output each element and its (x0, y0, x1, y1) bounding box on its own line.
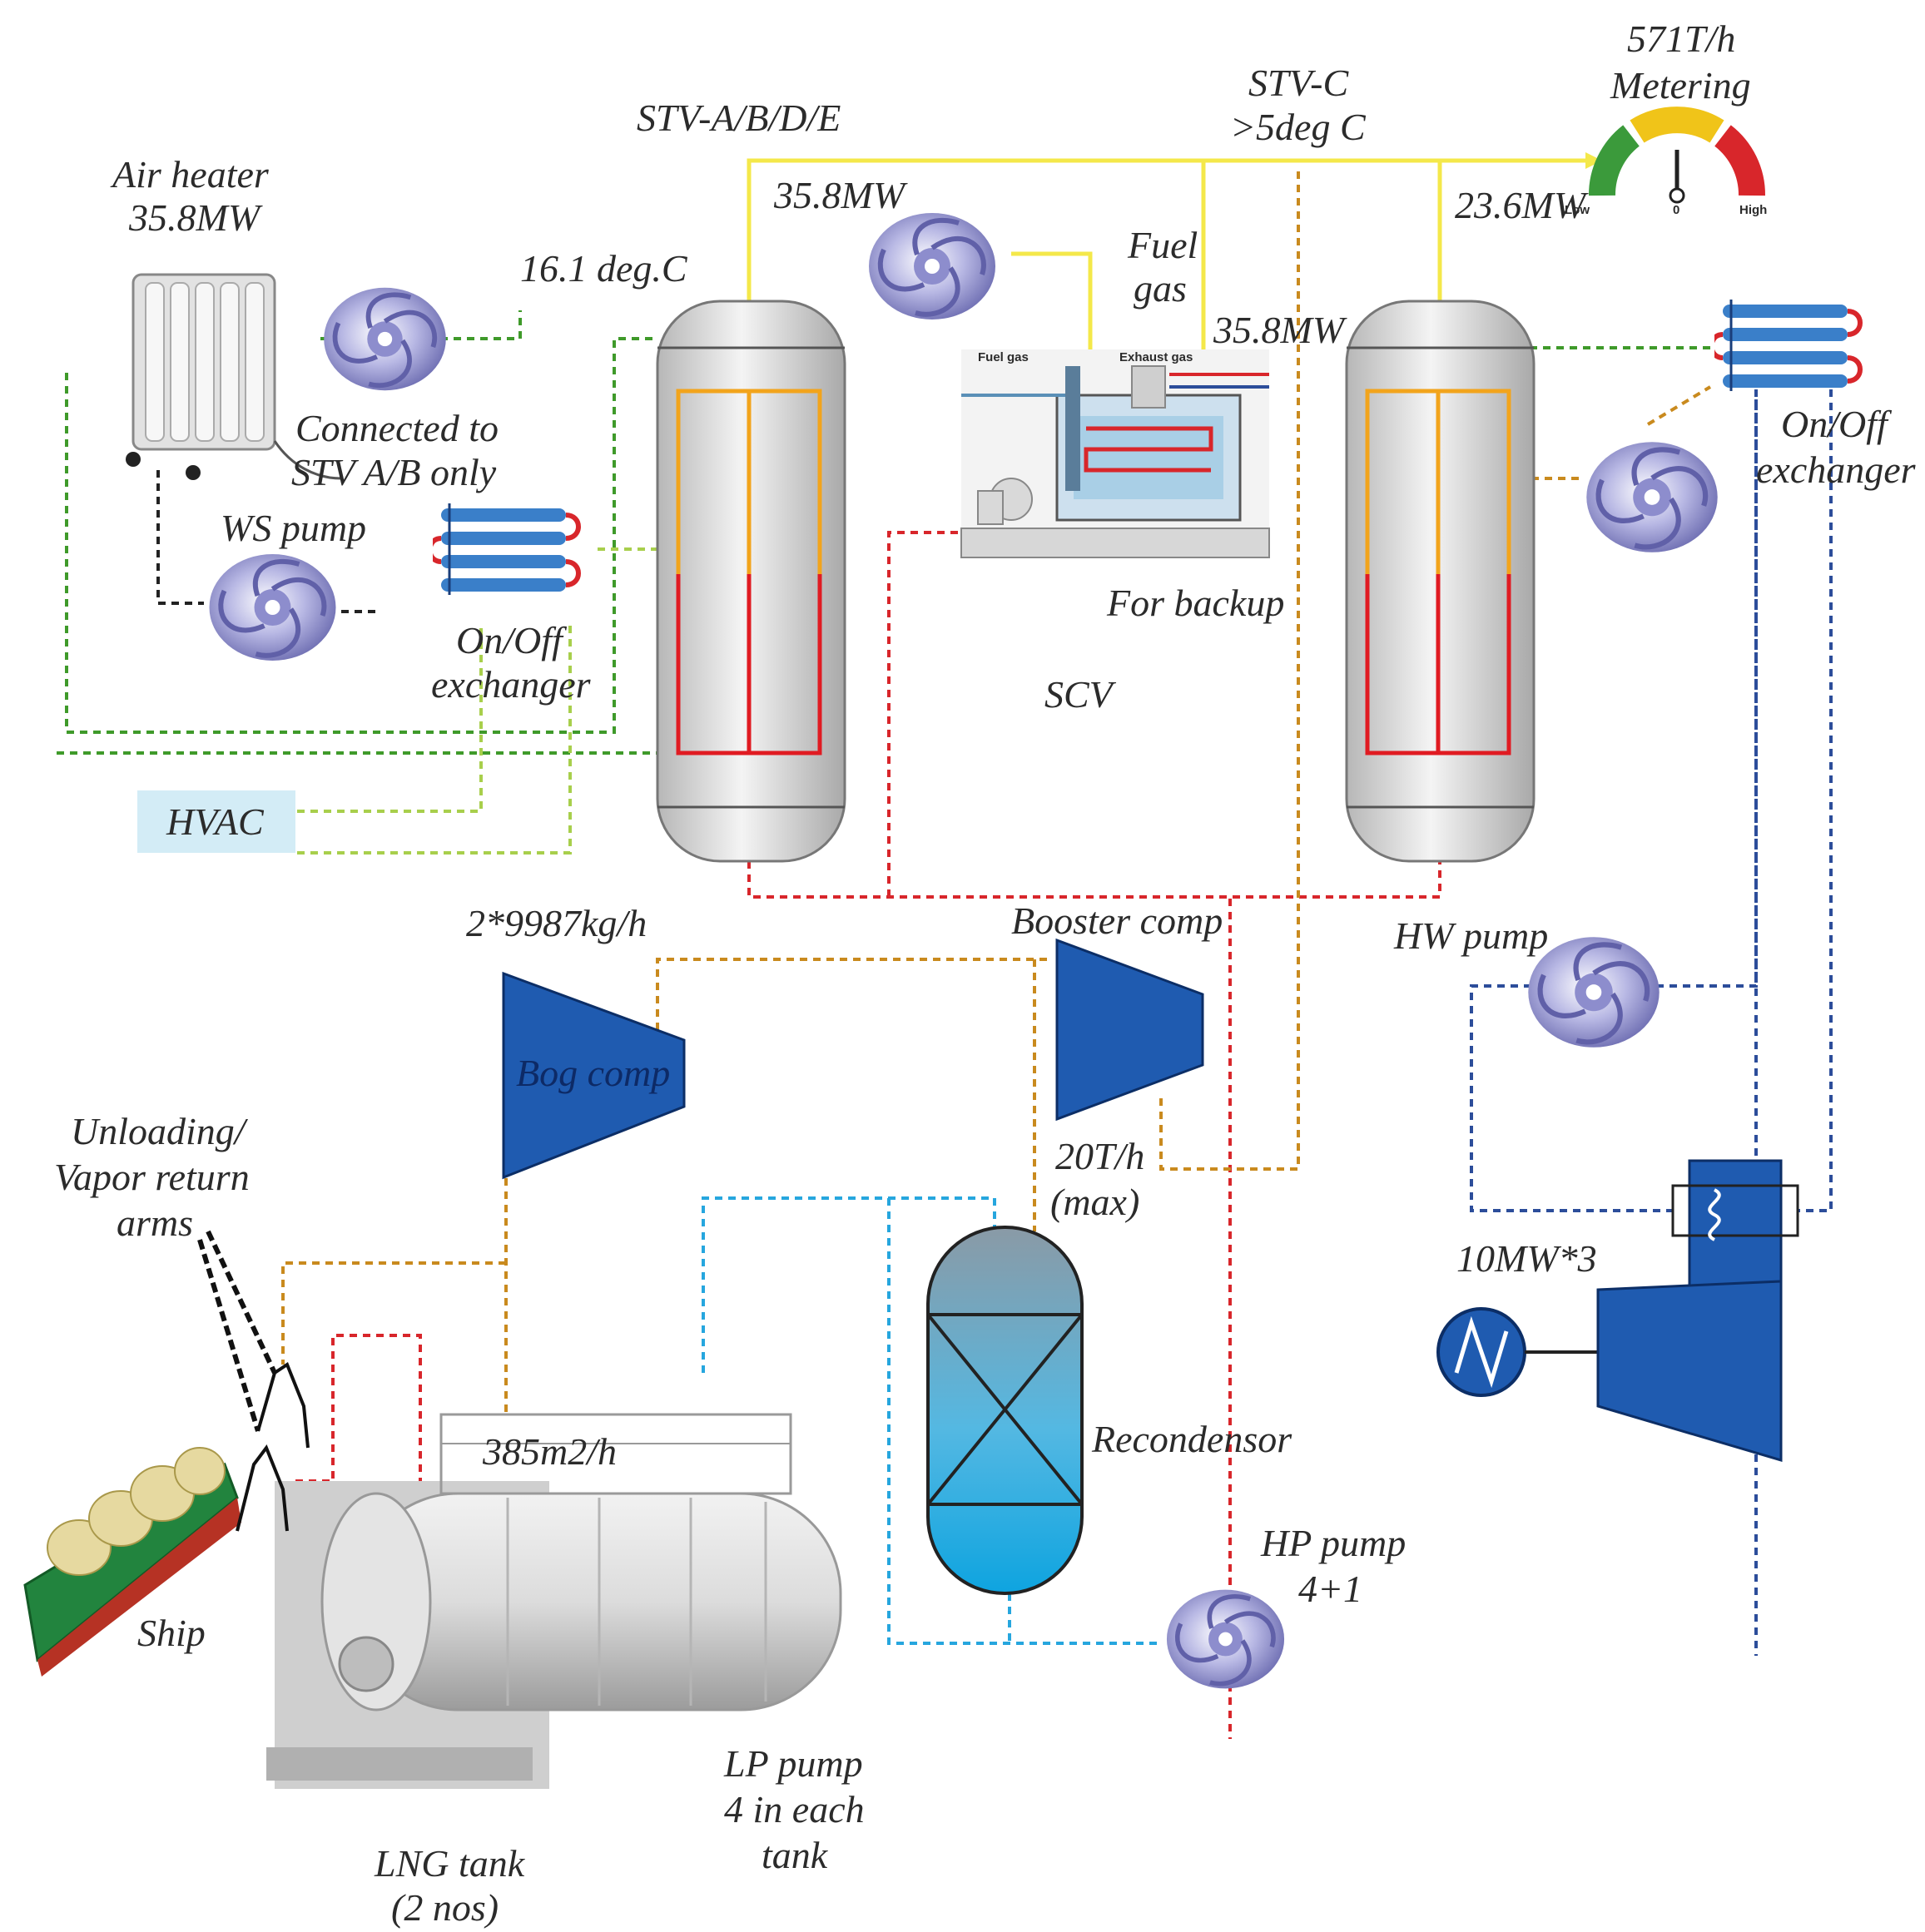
stv-left-mw-label: 35.8MW (773, 174, 908, 216)
stv-abde-label: STV-A/B/D/E (637, 97, 841, 139)
booster-flow-label-1: 20T/h (1055, 1135, 1144, 1177)
metering-label: Metering (1610, 64, 1751, 107)
lp-pump-label-3: tank (762, 1834, 829, 1876)
coil-heat-exchanger-icon (430, 503, 579, 595)
hvac-label: HVAC (166, 800, 265, 843)
generator-mw-label: 10MW*3 (1456, 1237, 1597, 1280)
onoff-right-label-2: exchanger (1756, 448, 1917, 491)
metering-flow-label: 571T/h (1627, 17, 1735, 60)
ws-pump-icon (210, 554, 336, 661)
ship-label: Ship (137, 1612, 206, 1654)
booster-compressor-icon (1055, 938, 1204, 1122)
fuel-label: Fuel (1127, 224, 1198, 266)
booster-flow-label-2: (max) (1050, 1181, 1139, 1223)
stv-c-temp-label: >5deg C (1230, 106, 1367, 148)
bog-compressor-icon: Bog comp (502, 971, 686, 1180)
hp-pump-label-1: HP pump (1260, 1522, 1406, 1564)
recondensor-vessel-icon (926, 1226, 1084, 1595)
bog-comp-label: Bog comp (516, 1052, 670, 1094)
lng-tank-label-1: LNG tank (374, 1842, 526, 1885)
hot-water-circ-pump-icon (1586, 442, 1717, 552)
stv-right-mw-label: 23.6MW (1455, 184, 1589, 226)
vertical-vaporizer-vessel-icon (656, 300, 846, 863)
svg-text:Fuel gas: Fuel gas (978, 350, 1029, 364)
lng-carrier-ship-icon (23, 1447, 241, 1677)
bog-flow-label: 2*9987kg/h (466, 902, 647, 944)
onoff-left-label-2: exchanger (431, 663, 592, 706)
air-heater-label: Air heater (110, 153, 270, 196)
radiator-icon (126, 273, 342, 480)
air-heater-water-lines (156, 470, 379, 613)
connected-label-line1: Connected to (295, 407, 499, 449)
pump-impeller-icon (324, 288, 446, 390)
coil-heat-exchanger-icon (1712, 300, 1861, 391)
submerged-combustion-vaporizer-icon: Fuel gas Exhaust gas (960, 349, 1270, 558)
lp-pump-label-1: LP pump (723, 1742, 863, 1785)
unloading-arms-icon (197, 1230, 310, 1532)
hw-pump-label: HW pump (1393, 914, 1548, 957)
for-backup-label: For backup (1106, 582, 1284, 624)
unloading-label-3: arms (117, 1201, 193, 1244)
air-heater-mw-label: 35.8MW (128, 196, 263, 239)
tank-flow-label: 385m2/h (482, 1430, 617, 1473)
unloading-label-1: Unloading/ (71, 1110, 249, 1152)
vertical-vaporizer-vessel-icon (1345, 300, 1536, 863)
onoff-right-label-1: On/Off (1781, 403, 1893, 445)
metering-gauge-icon (1588, 107, 1766, 204)
recondensor-label: Recondensor (1091, 1418, 1292, 1460)
gauge-zero-label: 0 (1673, 203, 1679, 217)
stv-c-label: STV-C (1248, 62, 1349, 104)
gauge-low-label: Low (1565, 203, 1590, 217)
lp-pump-label-2: 4 in each (724, 1788, 865, 1830)
lng-storage-tank-icon (266, 1413, 842, 1789)
connected-label-line2: STV A/B only (291, 451, 497, 493)
scv-fuel-pump-icon (869, 213, 995, 320)
stv-c-mw-label: 35.8MW (1213, 309, 1347, 351)
outlet-temp-label: 16.1 deg.C (520, 247, 688, 290)
boil-off-gas-lines (281, 166, 1712, 1414)
svg-text:Exhaust gas: Exhaust gas (1119, 350, 1193, 364)
onoff-left-label-1: On/Off (456, 619, 568, 661)
hvac-box: HVAC (137, 790, 295, 853)
ac-generator-icon (1436, 1307, 1598, 1397)
hp-pump-icon (1167, 1590, 1284, 1689)
hp-pump-label-2: 4+1 (1298, 1568, 1362, 1610)
gas-label: gas (1134, 267, 1187, 310)
high-pressure-lng-lines (295, 531, 1441, 1739)
lng-tank-label-2: (2 nos) (391, 1886, 499, 1929)
booster-comp-label: Booster comp (1011, 899, 1223, 942)
low-pressure-lng-lines (702, 1196, 1161, 1645)
scv-label: SCV (1044, 673, 1117, 716)
unloading-label-2: Vapor return (54, 1156, 250, 1198)
steam-turbine-icon (1596, 1159, 1799, 1463)
natural-gas-sendout-lines (747, 152, 1602, 349)
gauge-high-label: High (1739, 203, 1767, 217)
ws-pump-label: WS pump (221, 507, 366, 549)
